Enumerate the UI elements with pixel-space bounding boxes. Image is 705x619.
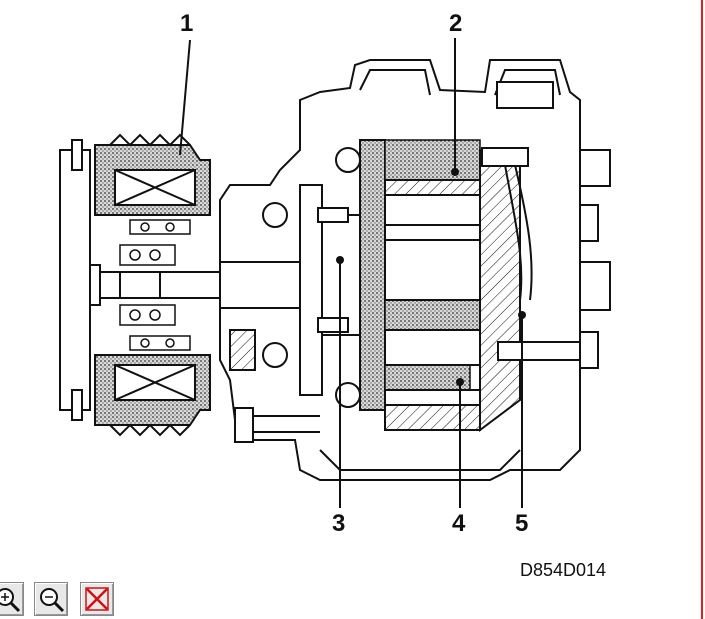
zoom-in-button[interactable]: [0, 582, 24, 616]
close-x-icon: [85, 587, 109, 611]
callout-label-1: 1: [180, 10, 194, 37]
drawing-code: D854D014: [520, 560, 607, 580]
callout-label-2: 2: [449, 10, 463, 37]
zoom-out-icon: [40, 588, 65, 613]
callout-label-4: 4: [452, 510, 466, 537]
zoom-out-button[interactable]: [34, 582, 68, 616]
zoom-in-icon: [0, 588, 21, 613]
compressor-cross-section: [59, 38, 611, 508]
callout-label-5: 5: [515, 510, 529, 537]
close-view-button[interactable]: [80, 582, 114, 616]
callout-label-3: 3: [332, 510, 346, 537]
